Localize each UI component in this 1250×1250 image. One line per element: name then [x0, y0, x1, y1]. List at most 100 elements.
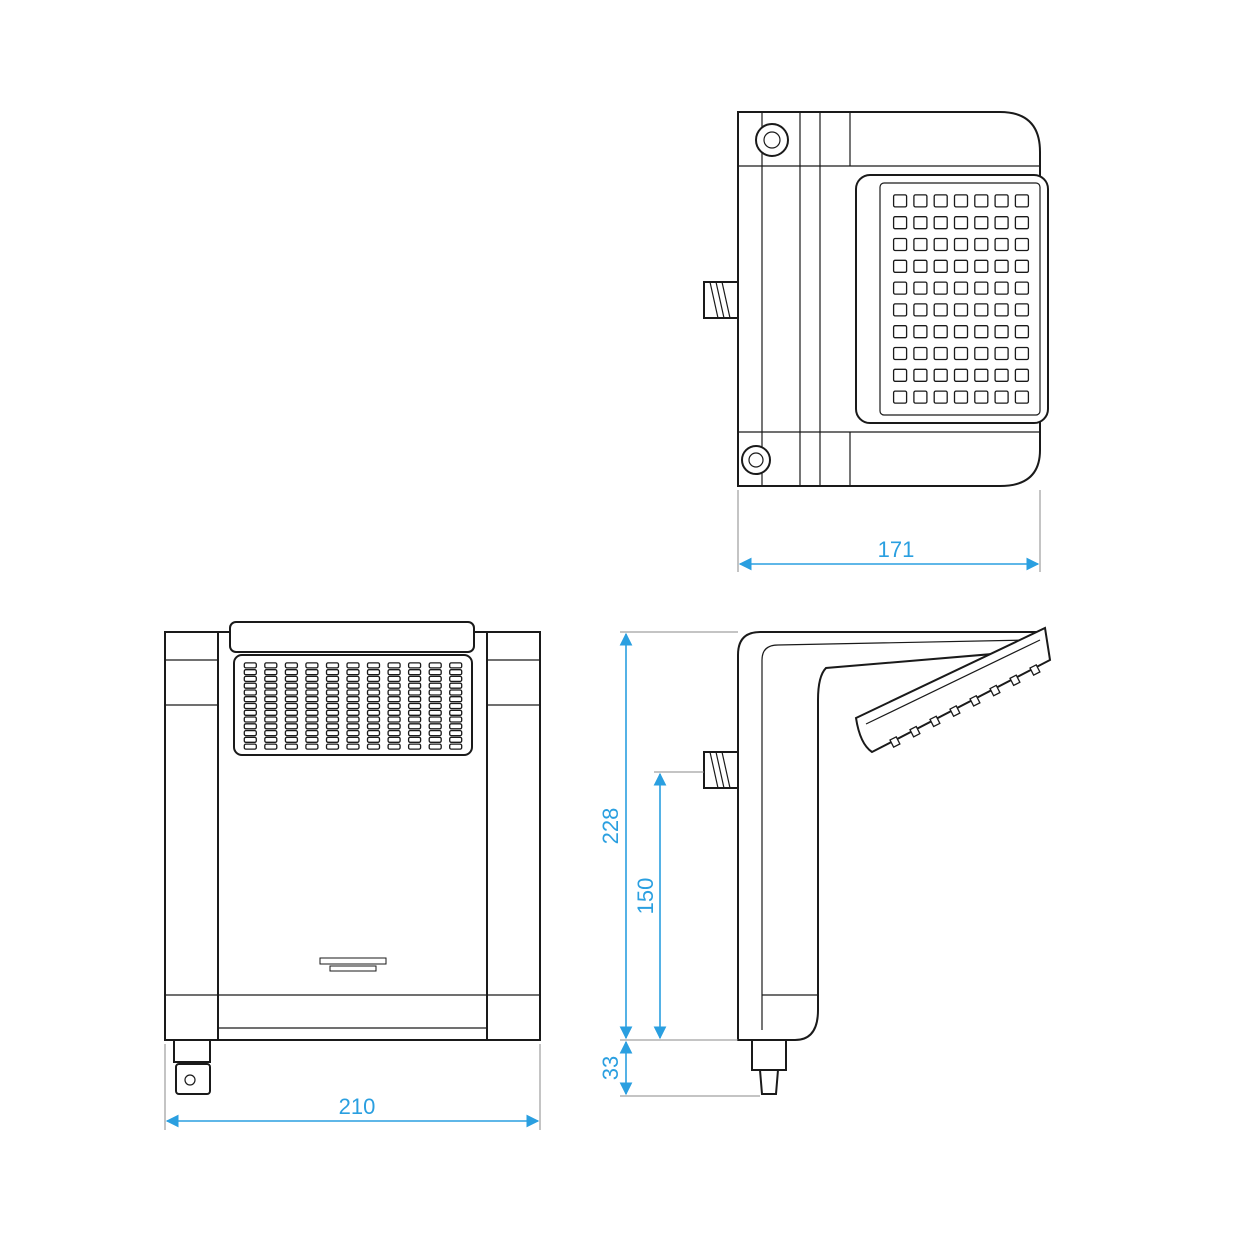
key-icon: [949, 705, 961, 718]
key-icon: [974, 368, 989, 382]
key-icon: [892, 325, 908, 339]
side-body: [737, 631, 1041, 1041]
key-icon: [933, 303, 948, 317]
key-icon: [989, 684, 1001, 697]
key-icon: [264, 696, 278, 703]
key-icon: [449, 689, 463, 696]
dim-front-width: 210: [339, 1094, 376, 1119]
key-icon: [913, 194, 928, 208]
key-icon: [305, 743, 319, 750]
key-icon: [264, 716, 278, 723]
key-icon: [366, 709, 381, 716]
key-icon: [407, 716, 422, 723]
key-icon: [305, 682, 319, 689]
key-icon: [913, 325, 928, 339]
key-icon: [449, 729, 463, 737]
key-icon: [994, 281, 1009, 295]
key-icon: [994, 325, 1009, 339]
key-icon: [428, 682, 442, 689]
key-icon: [305, 689, 319, 696]
key-icon: [449, 662, 463, 669]
top-view: 171: [703, 111, 1049, 572]
key-icon: [407, 743, 422, 750]
key-icon: [909, 725, 921, 738]
key-icon: [1014, 325, 1030, 339]
key-icon: [933, 281, 948, 295]
key-icon: [346, 709, 360, 716]
key-icon: [1014, 303, 1030, 317]
key-icon: [933, 237, 948, 252]
key-icon: [243, 696, 257, 703]
key-icon: [1009, 674, 1021, 687]
key-icon: [1014, 259, 1030, 273]
key-icon: [428, 669, 442, 676]
key-icon: [387, 696, 401, 703]
key-icon: [933, 259, 948, 273]
key-icon: [913, 390, 928, 404]
dim-top-width: 171: [878, 537, 915, 562]
key-icon: [892, 303, 908, 317]
key-icon: [387, 702, 401, 710]
key-icon: [325, 669, 340, 676]
side-view: 228 150 33: [598, 626, 1052, 1097]
key-icon: [346, 716, 360, 723]
key-icon: [407, 689, 422, 696]
key-icon: [366, 729, 381, 737]
key-icon: [305, 729, 319, 737]
key-icon: [953, 390, 969, 404]
key-icon: [892, 390, 908, 404]
key-icon: [428, 743, 442, 750]
side-keypad: [854, 626, 1052, 754]
key-icon: [366, 743, 381, 750]
key-icon: [1014, 281, 1030, 295]
front-keypad-grid: [243, 662, 463, 750]
key-icon: [387, 723, 401, 730]
cable-stub: [703, 281, 739, 319]
key-icon: [264, 709, 278, 716]
key-icon: [407, 723, 422, 730]
key-icon: [1014, 368, 1030, 382]
key-icon: [284, 682, 299, 689]
key-icon: [284, 743, 299, 750]
key-icon: [243, 669, 257, 676]
key-icon: [407, 682, 422, 689]
key-icon: [974, 259, 989, 273]
key-icon: [953, 216, 969, 230]
key-icon: [1014, 390, 1030, 404]
key-icon: [892, 368, 908, 382]
key-icon: [892, 216, 908, 230]
key-icon: [407, 736, 422, 743]
key-icon: [387, 675, 401, 683]
key-icon: [428, 662, 442, 669]
key-icon: [953, 237, 969, 252]
key-icon: [407, 662, 422, 669]
key-icon: [387, 729, 401, 737]
key-icon: [243, 662, 257, 669]
key-icon: [953, 346, 969, 361]
key-icon: [305, 709, 319, 716]
key-icon: [243, 682, 257, 689]
key-icon: [933, 325, 948, 339]
key-icon: [325, 736, 340, 743]
key-icon: [889, 735, 901, 749]
dim-side-bottom: 33: [598, 1056, 623, 1080]
key-icon: [974, 303, 989, 317]
key-icon: [325, 662, 340, 669]
key-icon: [305, 669, 319, 676]
key-icon: [284, 696, 299, 703]
key-icon: [933, 390, 948, 404]
key-icon: [994, 194, 1009, 208]
key-icon: [449, 743, 463, 750]
key-icon: [892, 346, 908, 361]
key-icon: [913, 303, 928, 317]
knob-icon: [741, 445, 771, 475]
key-icon: [264, 662, 278, 669]
key-icon: [366, 669, 381, 676]
key-icon: [387, 743, 401, 750]
key-icon: [305, 723, 319, 730]
key-icon: [346, 696, 360, 703]
key-icon: [428, 729, 442, 737]
key-icon: [913, 259, 928, 273]
key-icon: [346, 662, 360, 669]
key-icon: [243, 709, 257, 716]
